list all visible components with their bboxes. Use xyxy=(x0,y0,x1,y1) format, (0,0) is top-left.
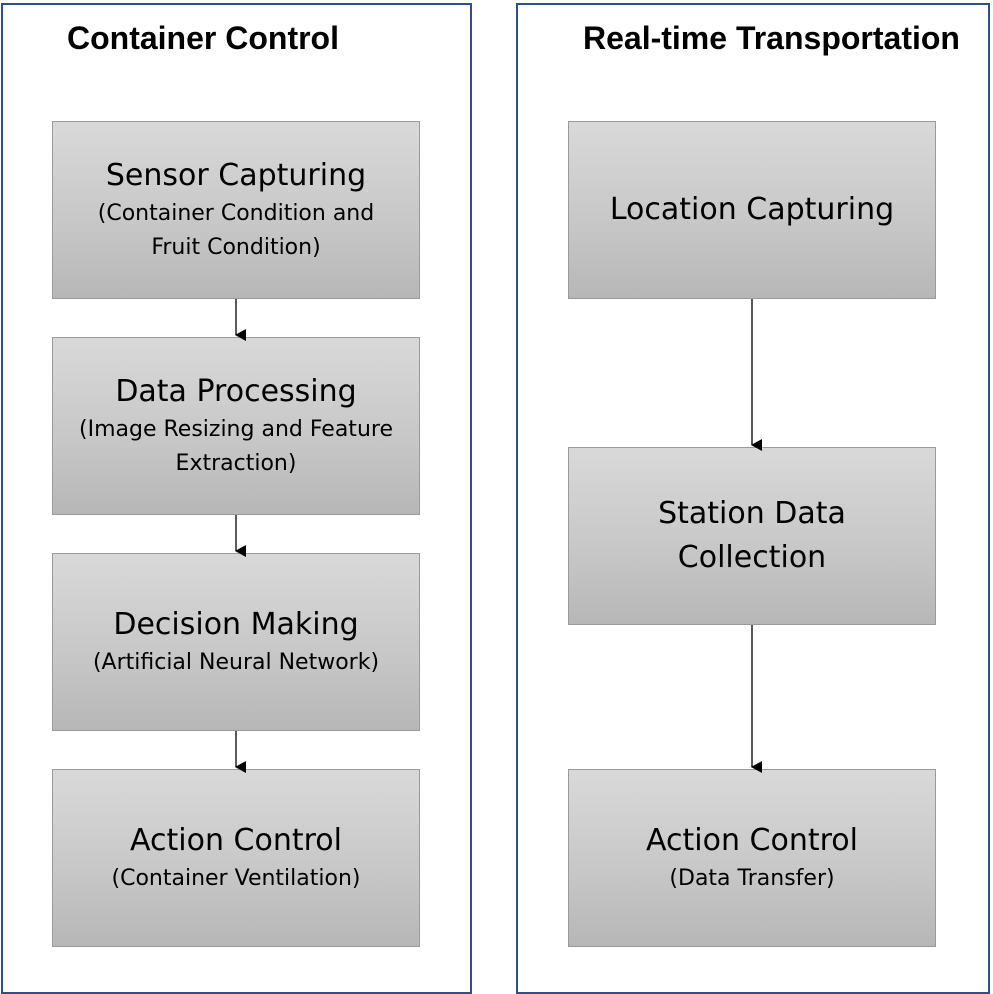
step-title: Action Control xyxy=(130,823,342,858)
step-title: Location Capturing xyxy=(609,192,895,227)
station-data-collection-box: Station Data Collection xyxy=(568,447,936,625)
step-title: Decision Making xyxy=(113,607,359,642)
decision-making-box: Decision Making (Artificial Neural Netwo… xyxy=(52,553,420,731)
real-time-transportation-title: Real-time Transportation xyxy=(583,20,960,56)
sensor-capturing-box: Sensor Capturing (Container Condition an… xyxy=(52,121,420,299)
step-subtitle: (Container Ventilation) xyxy=(111,866,361,891)
location-capturing-box: Location Capturing xyxy=(568,121,936,299)
action-control-box: Action Control (Container Ventilation) xyxy=(52,769,420,947)
step-title: Action Control xyxy=(646,823,858,858)
step-title: Station Data Collection xyxy=(658,496,846,575)
step-title: Sensor Capturing xyxy=(105,158,367,193)
step-subtitle: (Container Condition and Fruit Condition… xyxy=(97,201,375,260)
container-control-panel: Container Control xyxy=(1,3,472,994)
real-time-transportation-panel: Real-time Transportation xyxy=(516,3,990,994)
step-title: Data Processing xyxy=(115,374,357,409)
container-control-title: Container Control xyxy=(67,20,339,56)
action-control-transfer-box: Action Control (Data Transfer) xyxy=(568,769,936,947)
step-subtitle: (Image Resizing and Feature Extraction) xyxy=(79,417,393,476)
step-subtitle: (Artificial Neural Network) xyxy=(92,650,380,675)
step-subtitle: (Data Transfer) xyxy=(669,866,835,891)
data-processing-box: Data Processing (Image Resizing and Feat… xyxy=(52,337,420,515)
